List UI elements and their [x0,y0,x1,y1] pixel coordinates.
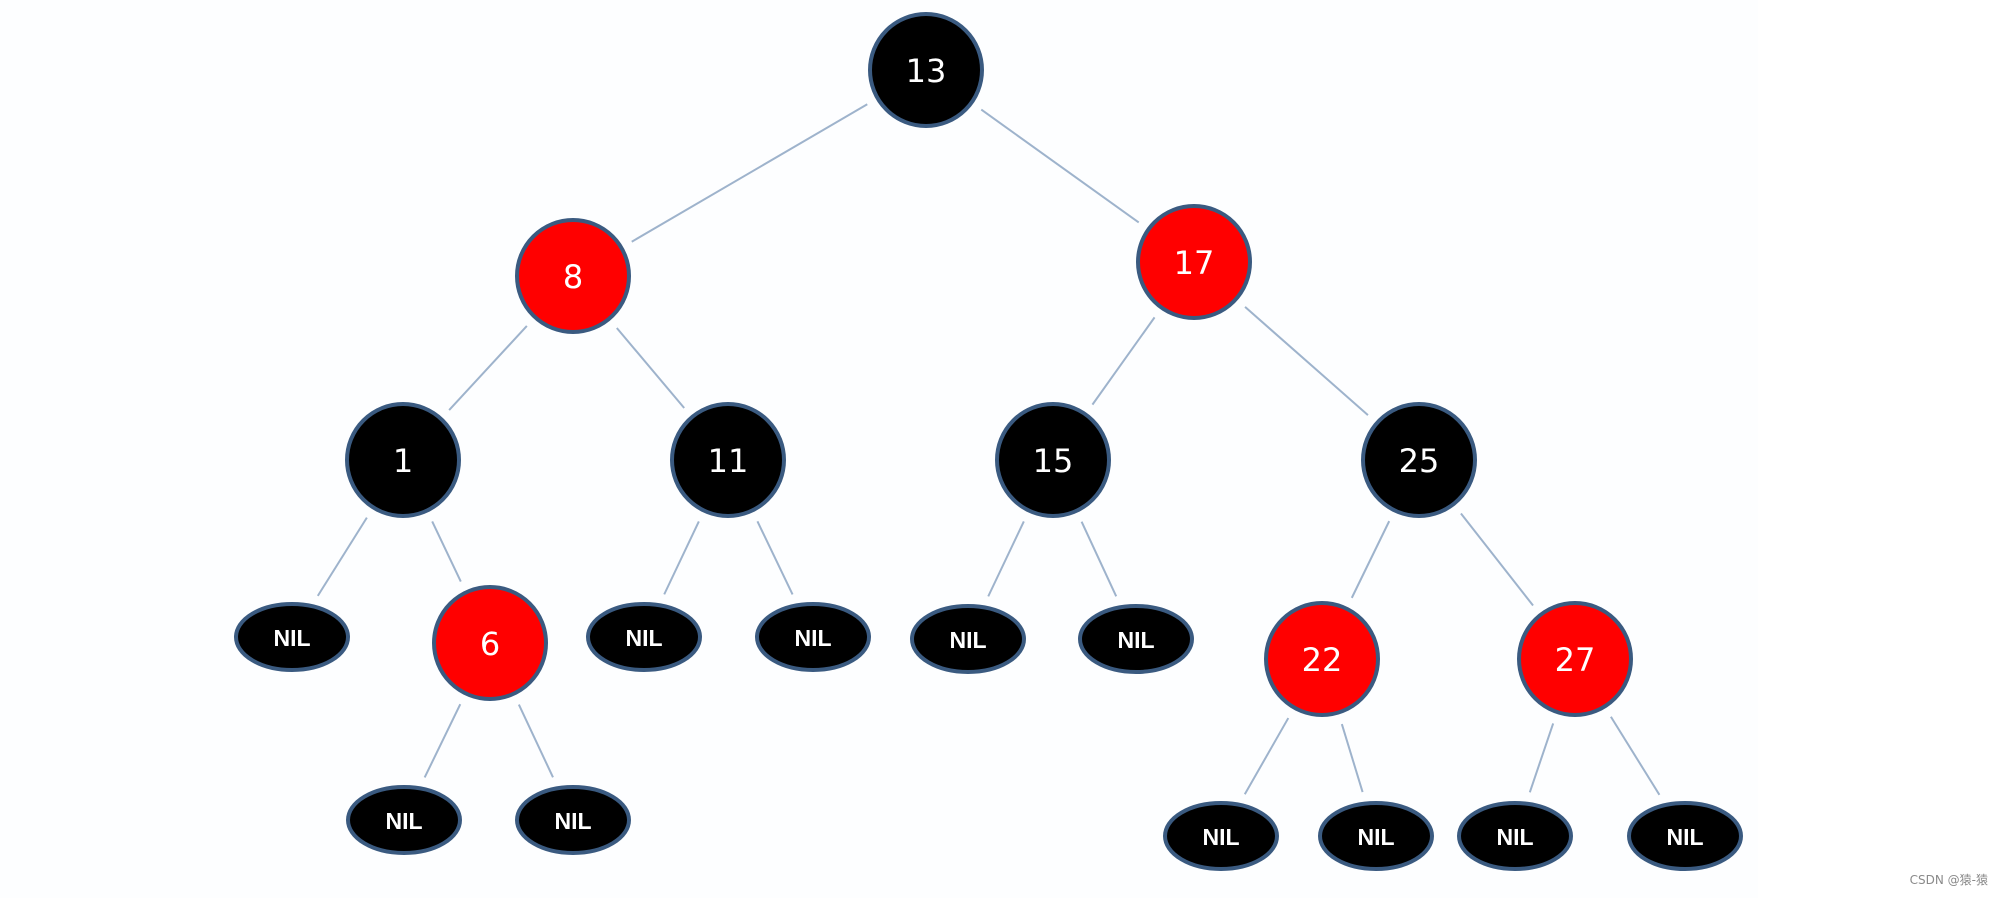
edge-n25-n22 [1350,520,1391,599]
nil-label: NIL [1117,627,1154,653]
node-value-label: 6 [480,625,500,663]
tree-node-6: 6 [432,585,548,701]
nil-ellipse [346,785,462,855]
nil-label: NIL [554,808,591,834]
tree-node-11: 11 [670,402,786,518]
node-value-label: 22 [1302,641,1343,679]
tree-node-15: 15 [995,402,1111,518]
nil-leaf-node: NIL [234,602,350,672]
nil-leaf-node: NIL [1163,801,1279,871]
nil-leaf-node: NIL [346,785,462,855]
edge-n8-n11 [616,327,685,409]
nil-leaf-node: NIL [586,602,702,672]
edges-layer [316,103,1661,796]
red-node-circle [1264,601,1380,717]
nil-ellipse [1078,604,1194,674]
nil-label: NIL [794,625,831,651]
nil-leaf-node: NIL [515,785,631,855]
node-value-label: 1 [393,442,413,480]
nil-label: NIL [1496,824,1533,850]
nil-label: NIL [949,627,986,653]
tree-node-13: 13 [868,12,984,128]
nil-label: NIL [625,625,662,651]
node-value-label: 27 [1555,641,1596,679]
black-node-circle [345,402,461,518]
edge-n6-nil6a [423,703,462,778]
tree-node-8: 8 [515,218,631,334]
nil-ellipse [755,602,871,672]
nil-leaf-node: NIL [755,602,871,672]
edge-n27-nil27b [1610,716,1661,796]
edge-n27-nil27a [1528,723,1555,793]
edge-n13-n17 [980,108,1140,224]
edge-n11-nil11a [663,521,700,595]
nil-ellipse [1163,801,1279,871]
nil-leaf-node: NIL [1318,801,1434,871]
tree-node-17: 17 [1136,204,1252,320]
nil-leaf-node: NIL [1078,604,1194,674]
black-node-circle [670,402,786,518]
nil-leaf-node: NIL [1457,801,1573,871]
nil-leaf-node: NIL [1627,801,1743,871]
tree-node-1: 1 [345,402,461,518]
nil-ellipse [1318,801,1434,871]
black-node-circle [868,12,984,128]
nil-label: NIL [1357,824,1394,850]
edge-n15-nil15a [987,520,1025,597]
nil-ellipse [234,602,350,672]
watermark: CSDN @猿-猿 [1909,873,1988,887]
nil-label: NIL [1202,824,1239,850]
black-node-circle [1361,402,1477,518]
nil-ellipse [586,602,702,672]
red-node-circle [1517,601,1633,717]
tree-node-22: 22 [1264,601,1380,717]
red-node-circle [432,585,548,701]
node-value-label: 13 [906,52,947,90]
nil-label: NIL [273,625,310,651]
edge-n11-nil11b [756,520,794,595]
edge-n8-n1 [448,325,528,411]
edge-n1-nil1a [316,517,368,597]
nil-label: NIL [1666,824,1703,850]
edge-n17-n15 [1091,316,1156,406]
tree-node-27: 27 [1517,601,1633,717]
node-value-label: 17 [1174,244,1215,282]
edge-n22-nil22b [1340,723,1364,793]
red-node-circle [515,218,631,334]
edge-n15-nil15b [1080,521,1118,597]
red-node-circle [1136,204,1252,320]
nil-leaf-node: NIL [910,604,1026,674]
nil-ellipse [1457,801,1573,871]
black-node-circle [995,402,1111,518]
nil-ellipse [910,604,1026,674]
nil-ellipse [515,785,631,855]
node-value-label: 15 [1033,442,1074,480]
edge-n13-n8 [631,103,868,243]
edge-n22-nil22a [1243,717,1290,795]
nil-label: NIL [385,808,422,834]
tree-node-25: 25 [1361,402,1477,518]
node-value-label: 11 [708,442,749,480]
edge-n25-n27 [1460,512,1534,607]
nil-ellipse [1627,801,1743,871]
edge-n17-n25 [1244,306,1369,416]
node-value-label: 8 [563,258,583,296]
node-value-label: 25 [1399,442,1440,480]
edge-n1-n6 [431,520,462,583]
edge-n6-nil6b [517,704,554,778]
